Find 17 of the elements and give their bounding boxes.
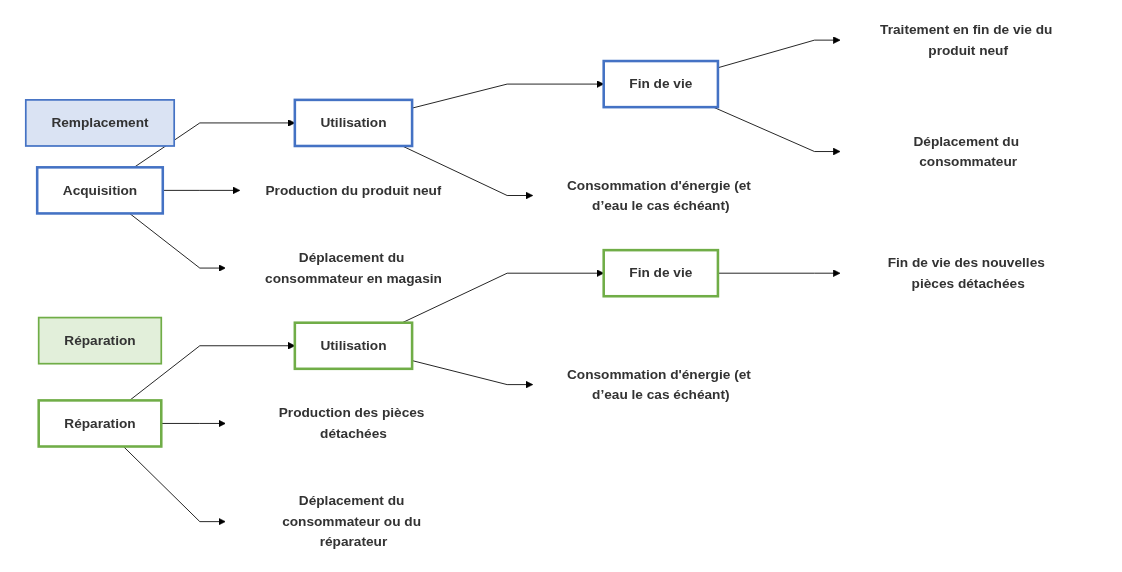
node-text: Déplacement du consommateur en magasin [265,250,442,286]
node-box: Remplacement [24,99,176,147]
node-text: Production des pièces détachées [278,405,425,441]
node-box: Acquisition [35,166,165,215]
node-box: Fin de vie [602,248,720,298]
node-box: Réparation [37,316,163,365]
node-text: Fin de vie des nouvelles pièces détachées [887,255,1045,291]
node-box: Utilisation [293,98,414,148]
node-text: Déplacement du consommateur [913,133,1020,169]
node-text: Consommation d'énergie (et d’eau le cas échéant) [566,366,751,402]
node-text: Production du produit neuf [265,182,442,198]
node-box: Fin de vie [602,59,720,109]
node-box: Réparation [37,399,163,448]
node-box: Utilisation [293,321,414,371]
node-text: Traitement en fin de vie du produit neuf [880,22,1053,58]
node-text: Déplacement du consommateur ou du réparateur [282,493,422,549]
node-text: Consommation d'énergie (et d’eau le cas échéant) [566,177,751,213]
